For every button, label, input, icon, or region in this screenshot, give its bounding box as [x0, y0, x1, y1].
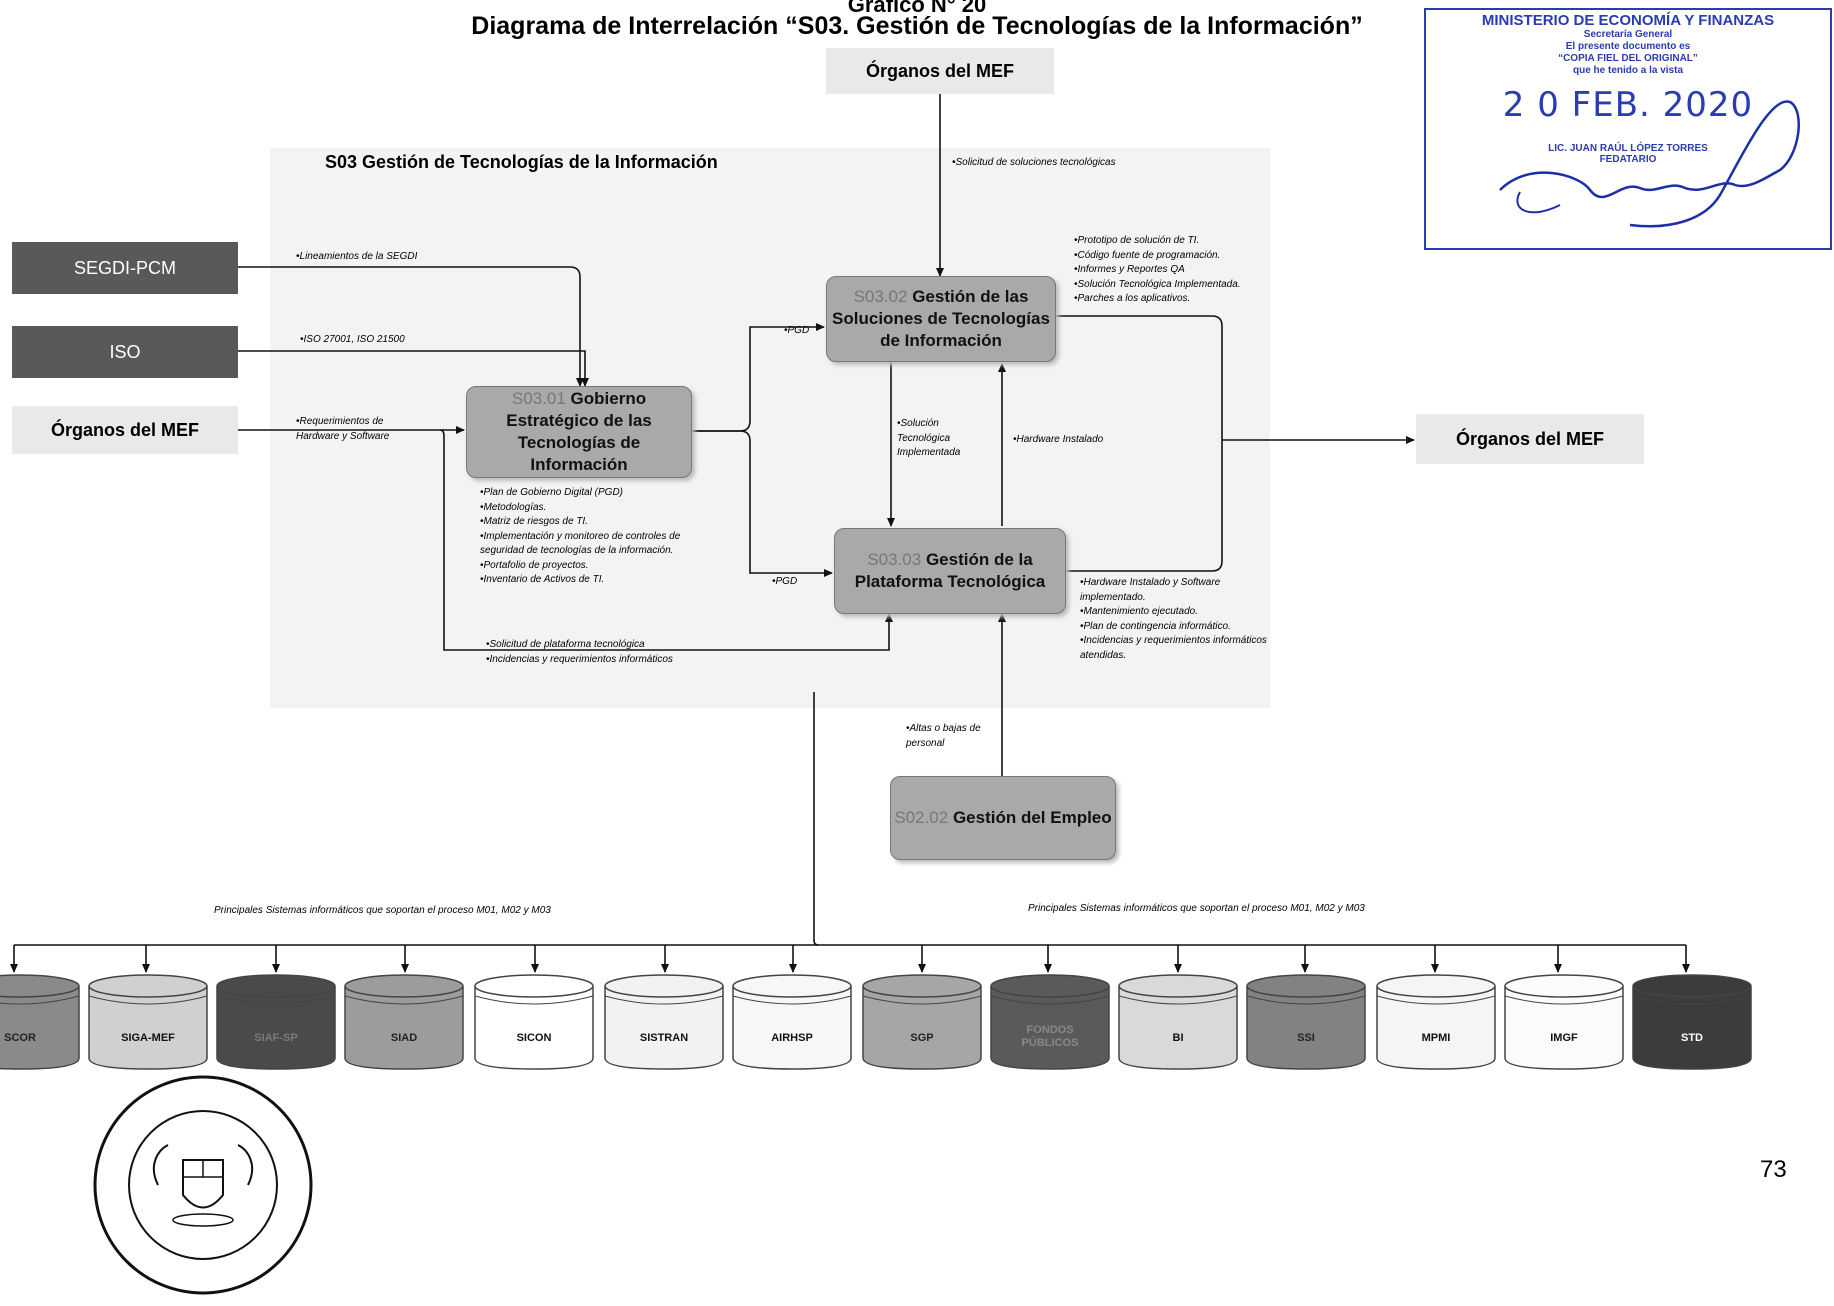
- system-drop-lines: [10, 945, 1690, 973]
- stamp-office: Secretaría General: [1583, 29, 1673, 40]
- ministry-seal: [93, 1075, 313, 1295]
- flow-solucion-implementada: •Solución Tecnológica Implementada: [897, 418, 961, 458]
- system-cylinder: SIAD: [344, 974, 464, 1070]
- flow-iso-norms: •ISO 27001, ISO 21500: [300, 334, 405, 345]
- stamp-line2: “COPIA FIEL DEL ORIGINAL”: [1558, 53, 1698, 64]
- system-cylinder-shape: [0, 974, 80, 1070]
- certification-stamp: MINISTERIO DE ECONOMÍA Y FINANZAS Secret…: [1424, 8, 1832, 250]
- system-label: SIAD: [390, 1032, 418, 1044]
- chart-number: Gráfico N° 20: [847, 0, 987, 17]
- system-cylinder: SICON: [474, 974, 594, 1070]
- process-name: Gestión de la Plataforma Tecnológica: [854, 549, 1046, 591]
- stamp-line1: El presente documento es: [1565, 41, 1691, 52]
- systems-caption-left: Principales Sistemas informáticos que so…: [214, 905, 551, 916]
- system-cylinder: SIAF-SP: [216, 974, 336, 1070]
- flow-outputs-s0301: •Plan de Gobierno Digital (PGD) •Metodol…: [480, 487, 681, 585]
- stamp-line3: que he tenido a la vista: [1572, 65, 1684, 76]
- system-label: SCOR: [4, 1032, 36, 1044]
- region-label: S03 Gestión de Tecnologías de la Informa…: [325, 152, 718, 172]
- stamp-ministry: MINISTERIO DE ECONOMÍA Y FINANZAS: [1481, 12, 1775, 29]
- system-label: SICON: [516, 1032, 552, 1044]
- system-cylinder: SSI: [1246, 974, 1366, 1070]
- system-cylinder: SIGA-MEF: [88, 974, 208, 1070]
- handwritten-signature: [1499, 100, 1800, 228]
- system-cylinder: SCOR: [0, 974, 80, 1070]
- process-s0301: S03.01 Gobierno Estratégico de las Tecno…: [466, 386, 692, 478]
- system-cylinder-shape: [216, 974, 336, 1070]
- system-label: BI: [1172, 1032, 1184, 1044]
- flow-pgd-top: •PGD: [784, 325, 810, 336]
- stamp-role: FEDATARIO: [1599, 154, 1657, 165]
- system-cylinder-shape: [990, 974, 1110, 1070]
- process-region: [270, 148, 1270, 708]
- flow-altas-bajas: •Altas o bajas de personal: [906, 723, 981, 749]
- system-cylinder-shape: [732, 974, 852, 1070]
- system-cylinder: SGP: [862, 974, 982, 1070]
- process-code: S02.02: [894, 807, 949, 827]
- system-label: SISTRAN: [639, 1032, 689, 1044]
- system-label: SIAF-SP: [254, 1032, 298, 1044]
- system-cylinder: IMGF: [1504, 974, 1624, 1070]
- page-number: 73: [1760, 1156, 1787, 1183]
- system-label: SIGA-MEF: [121, 1032, 175, 1044]
- system-cylinder: MPMI: [1376, 974, 1496, 1070]
- flow-solicitud-soluciones: •Solicitud de soluciones tecnológicas: [952, 157, 1116, 168]
- system-cylinder-shape: [862, 974, 982, 1070]
- system-cylinder: AIRHSP: [732, 974, 852, 1070]
- process-s0202: S02.02 Gestión del Empleo: [890, 776, 1116, 860]
- process-name: Gestión del Empleo: [952, 807, 1112, 827]
- flow-outputs-s0302: •Prototipo de solución de TI. •Código fu…: [1074, 235, 1241, 304]
- stamp-date: 2 0 FEB. 2020: [1502, 85, 1754, 125]
- system-cylinder: FONDOS PÚBLICOS: [990, 974, 1110, 1070]
- system-cylinder-shape: [604, 974, 724, 1070]
- system-cylinder: SISTRAN: [604, 974, 724, 1070]
- system-cylinder-shape: [344, 974, 464, 1070]
- iso-box: ISO: [12, 326, 238, 378]
- system-label: IMGF: [1550, 1032, 1578, 1044]
- system-label: STD: [1681, 1032, 1703, 1044]
- system-cylinder: BI: [1118, 974, 1238, 1070]
- flow-solicitud-plataforma: •Solicitud de plataforma tecnológica •In…: [486, 639, 673, 665]
- system-label: MPMI: [1421, 1032, 1451, 1044]
- stamp-name: LIC. JUAN RAÚL LÓPEZ TORRES: [1548, 143, 1708, 154]
- system-cylinder-shape: [474, 974, 594, 1070]
- system-cylinder-shape: [1246, 974, 1366, 1070]
- flow-outputs-s0303: •Hardware Instalado y Software implement…: [1080, 577, 1267, 661]
- process-code: S03.02: [853, 286, 908, 306]
- organos-mef-top: Órganos del MEF: [826, 48, 1054, 94]
- systems-caption-right: Principales Sistemas informáticos que so…: [1028, 903, 1365, 914]
- system-label: AIRHSP: [771, 1032, 813, 1044]
- system-label: SSI: [1297, 1032, 1315, 1044]
- organos-mef-right: Órganos del MEF: [1416, 414, 1644, 464]
- flow-requerimientos: •Requerimientos de Hardware y Software: [296, 416, 390, 442]
- system-cylinder-shape: [88, 974, 208, 1070]
- flow-pgd-bottom: •PGD: [772, 576, 798, 587]
- process-code: S03.01: [511, 388, 566, 408]
- organos-mef-left: Órganos del MEF: [12, 406, 238, 454]
- system-label: FONDOS PÚBLICOS: [1021, 1024, 1079, 1049]
- system-cylinder-shape: [1632, 974, 1752, 1070]
- process-code: S03.03: [867, 549, 922, 569]
- process-name: Gestión de las Soluciones de Tecnologías…: [832, 286, 1050, 351]
- process-name: Gobierno Estratégico de las Tecnologías …: [506, 388, 652, 475]
- system-label: SGP: [910, 1032, 934, 1044]
- process-s0303: S03.03 Gestión de la Plataforma Tecnológ…: [834, 528, 1066, 614]
- system-cylinder-shape: [1118, 974, 1238, 1070]
- segdi-pcm-box: SEGDI-PCM: [12, 242, 238, 294]
- page-title: Diagrama de Interrelación “S03. Gestión …: [471, 12, 1363, 40]
- flow-hardware-instalado: •Hardware Instalado: [1013, 434, 1104, 445]
- system-cylinder-shape: [1376, 974, 1496, 1070]
- system-cylinder-shape: [1504, 974, 1624, 1070]
- system-cylinder: STD: [1632, 974, 1752, 1070]
- flow-lineamientos: •Lineamientos de la SEGDI: [296, 251, 418, 262]
- process-s0302: S03.02 Gestión de las Soluciones de Tecn…: [826, 276, 1056, 362]
